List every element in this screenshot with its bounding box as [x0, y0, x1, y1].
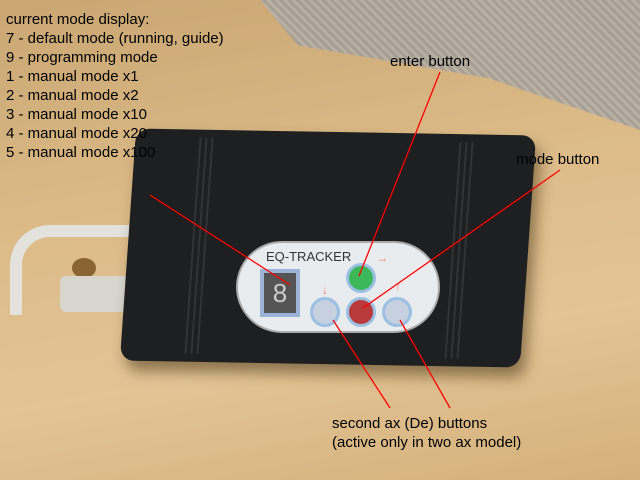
- legend: current mode display: 7 - default mode (…: [6, 10, 224, 162]
- de-down-button[interactable]: [310, 297, 340, 327]
- display-digit: 8: [264, 273, 296, 313]
- mode-display: 8: [260, 269, 300, 317]
- legend-item: 9 - programming mode: [6, 49, 158, 66]
- enter-button[interactable]: [346, 263, 376, 293]
- second-ax-label-line2: (active only in two ax model): [332, 434, 522, 451]
- legend-item: 4 - manual mode x20: [6, 125, 147, 142]
- enter-label: enter button: [390, 53, 471, 70]
- wood-knot: [72, 258, 96, 278]
- legend-title: current mode display:: [6, 11, 150, 28]
- mode-label: mode button: [516, 151, 600, 168]
- second-ax-label-line1: second ax (De) buttons: [332, 415, 488, 432]
- legend-item: 5 - manual mode x100: [6, 144, 156, 161]
- legend-item: 2 - manual mode x2: [6, 87, 139, 104]
- cable-plug: [60, 276, 132, 312]
- arrow-right-icon: →: [376, 251, 388, 265]
- arrow-down-icon: ↓: [322, 283, 328, 297]
- cable: [10, 225, 140, 315]
- de-up-button[interactable]: [382, 297, 412, 327]
- legend-item: 1 - manual mode x1: [6, 68, 139, 85]
- second-ax-label: second ax (De) buttons (active only in t…: [332, 414, 521, 452]
- brand-label: EQ-TRACKER: [266, 249, 352, 264]
- legend-item: 7 - default mode (running, guide): [6, 30, 224, 47]
- legend-item: 3 - manual mode x10: [6, 106, 147, 123]
- arrow-up-icon: ↑: [395, 279, 401, 293]
